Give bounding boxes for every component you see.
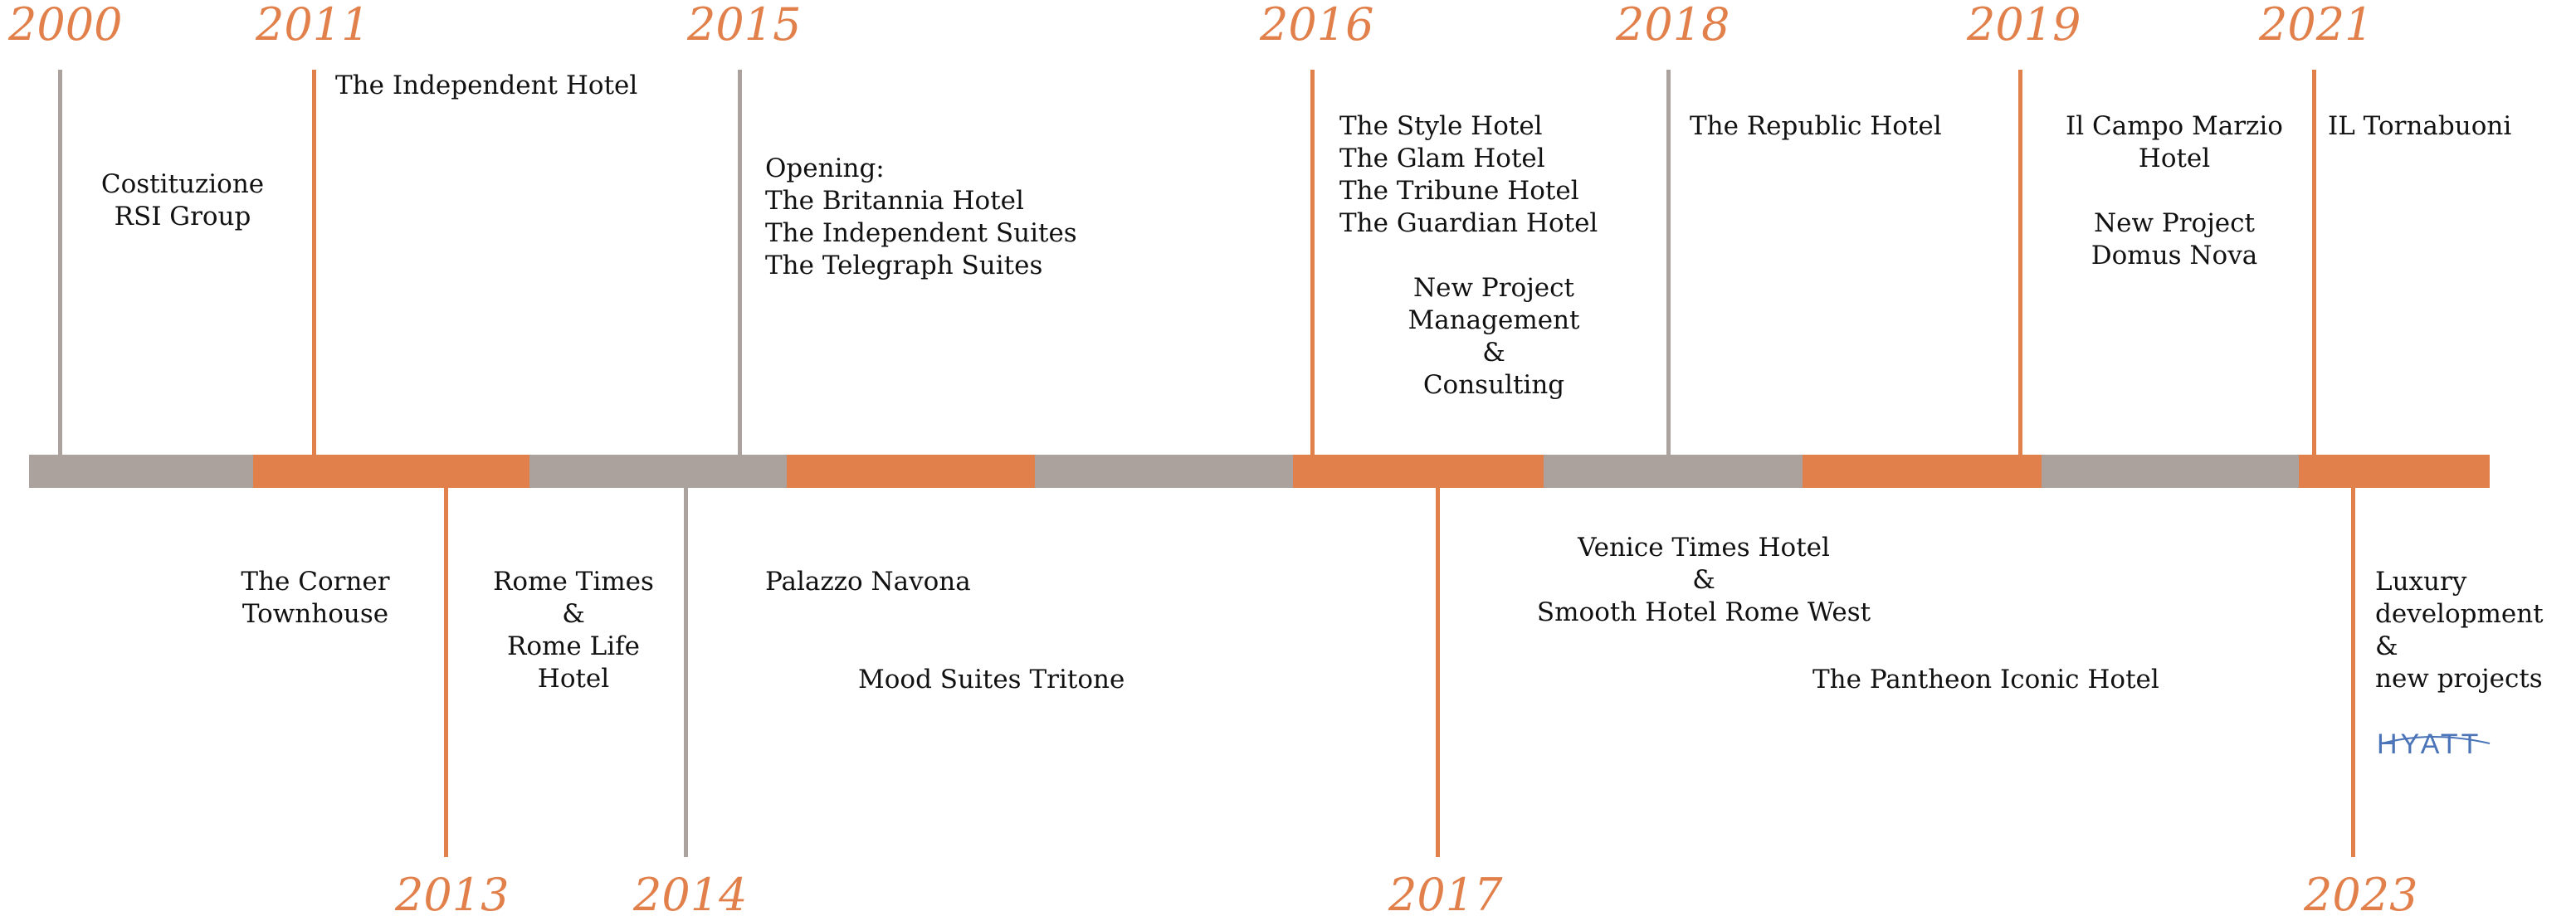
event-line: Mood Suites Tritone bbox=[858, 665, 1125, 694]
event-line: Townhouse bbox=[242, 599, 389, 629]
timeline-bar-segment bbox=[1035, 455, 1293, 488]
event-line: The Independent Suites bbox=[765, 218, 1077, 248]
milestone-stem bbox=[58, 70, 62, 455]
timeline-bar-segment bbox=[787, 455, 1035, 488]
event-line: The Style Hotel bbox=[1339, 111, 1543, 141]
year-label: 2019 bbox=[1967, 0, 2081, 51]
event-line: Hotel bbox=[537, 664, 610, 694]
hyatt-logo-arc bbox=[2381, 736, 2491, 744]
timeline-bar-segment bbox=[529, 455, 787, 488]
event-line: Venice Times Hotel bbox=[1578, 533, 1830, 563]
event-line: Opening: bbox=[765, 154, 885, 183]
event-line: The Pantheon Iconic Hotel bbox=[1812, 665, 2159, 694]
milestone-stem bbox=[1666, 70, 1671, 455]
event-line: & bbox=[2375, 631, 2398, 661]
event-line: Smooth Hotel Rome West bbox=[1536, 597, 1871, 627]
event-line: The Independent Hotel bbox=[335, 71, 638, 100]
event-line: Costituzione bbox=[100, 169, 265, 199]
milestone-stem bbox=[1436, 488, 1440, 857]
milestone-event: Mood Suites Tritone bbox=[858, 664, 1125, 696]
event-line: The Guardian Hotel bbox=[1339, 208, 1598, 238]
milestone-event: IL Tornabuoni bbox=[2328, 110, 2511, 143]
event-line: The Corner bbox=[241, 567, 390, 597]
milestone-stem bbox=[444, 488, 448, 857]
event-line: The Telegraph Suites bbox=[765, 251, 1043, 280]
timeline-bar-segment bbox=[253, 455, 529, 488]
year-label: 2014 bbox=[633, 869, 748, 921]
milestone-event: The Pantheon Iconic Hotel bbox=[1812, 664, 2159, 696]
milestone-event: The Republic Hotel bbox=[1690, 110, 1942, 143]
hyatt-logo-text: HYATT bbox=[2377, 729, 2481, 760]
year-label: 2018 bbox=[1616, 0, 1730, 51]
event-line: & bbox=[1692, 565, 1715, 595]
event-line: Consulting bbox=[1422, 370, 1565, 400]
event-line: Luxury bbox=[2375, 567, 2467, 597]
event-line: The Republic Hotel bbox=[1690, 111, 1942, 141]
milestone-stem bbox=[2018, 70, 2022, 455]
event-line: Il Campo Marzio bbox=[2066, 111, 2283, 141]
timeline-bar-segment bbox=[2299, 455, 2490, 488]
year-label: 2023 bbox=[2304, 869, 2418, 921]
timeline-bar-segment bbox=[2042, 455, 2299, 488]
event-line: Palazzo Navona bbox=[765, 567, 971, 597]
milestone-event: Venice Times Hotel&Smooth Hotel Rome Wes… bbox=[1537, 532, 1871, 629]
event-line: The Glam Hotel bbox=[1339, 144, 1545, 173]
milestone-stem bbox=[312, 70, 316, 455]
event-line: Rome Life bbox=[507, 631, 640, 661]
event-line: Rome Times bbox=[493, 567, 654, 597]
year-label: 2013 bbox=[395, 869, 510, 921]
event-line: Domus Nova bbox=[2091, 241, 2258, 270]
event-line: New Project bbox=[2094, 208, 2255, 238]
year-label: 2017 bbox=[1388, 869, 1503, 921]
event-line: new projects bbox=[2375, 664, 2543, 694]
event-line: IL Tornabuoni bbox=[2328, 111, 2512, 141]
milestone-event: The Independent Hotel bbox=[335, 70, 637, 102]
timeline-bar-segment bbox=[1293, 455, 1544, 488]
event-line: & bbox=[562, 599, 585, 629]
milestone-stem bbox=[2312, 70, 2316, 455]
milestone-stem bbox=[2351, 488, 2355, 857]
event-line: New Project bbox=[1413, 273, 1574, 303]
hyatt-logo-icon: HYATT bbox=[2377, 729, 2491, 760]
event-line: Hotel bbox=[2138, 144, 2211, 173]
timeline-bar-segment bbox=[29, 455, 253, 488]
milestone-event: Palazzo Navona bbox=[765, 566, 971, 598]
event-line: development bbox=[2375, 599, 2544, 629]
event-line: RSI Group bbox=[114, 202, 251, 231]
event-line: Management bbox=[1408, 305, 1580, 335]
year-label: 2000 bbox=[8, 0, 123, 51]
timeline-bar-segment bbox=[1544, 455, 1803, 488]
timeline-bar-segment bbox=[1803, 455, 2042, 488]
year-label: 2015 bbox=[687, 0, 802, 51]
milestone-stem bbox=[684, 488, 688, 857]
year-label: 2021 bbox=[2259, 0, 2374, 51]
year-label: 2011 bbox=[256, 0, 370, 51]
event-line: The Tribune Hotel bbox=[1339, 176, 1579, 206]
milestone-stem bbox=[738, 70, 742, 455]
milestone-stem bbox=[1310, 70, 1315, 455]
year-label: 2016 bbox=[1260, 0, 1374, 51]
event-line: The Britannia Hotel bbox=[765, 186, 1024, 216]
event-line: & bbox=[1482, 338, 1505, 368]
